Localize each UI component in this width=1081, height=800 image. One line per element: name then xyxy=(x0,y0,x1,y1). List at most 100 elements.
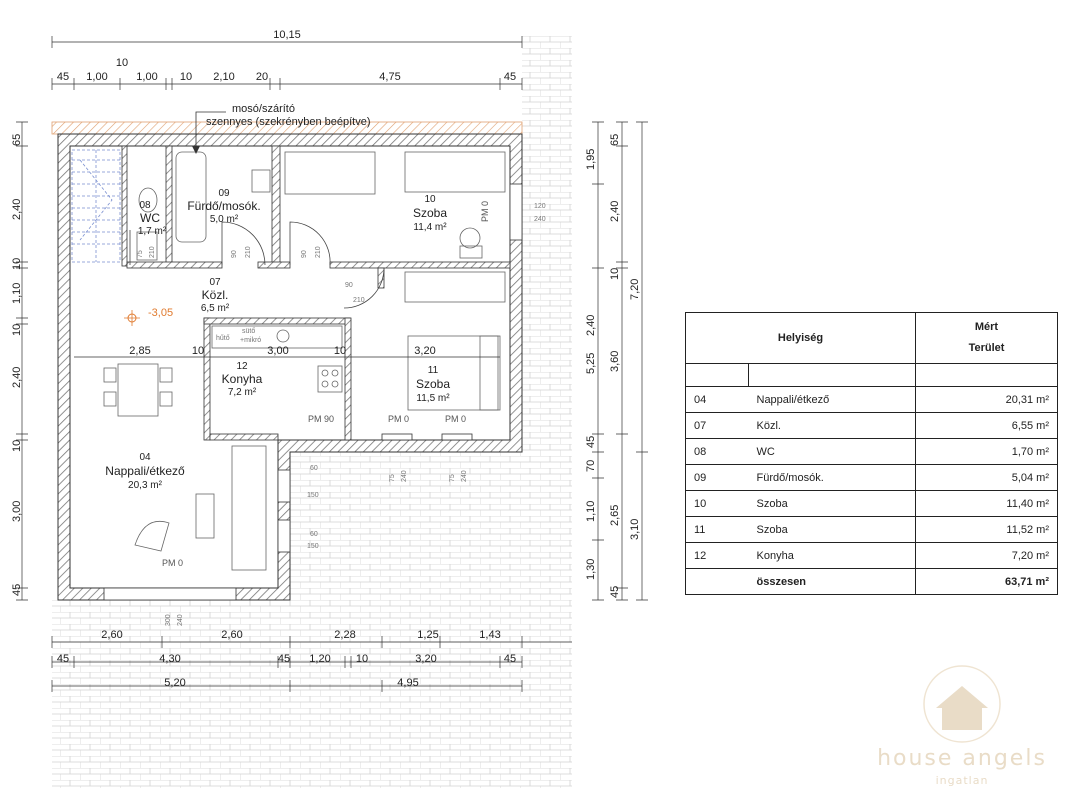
bath-fixtures xyxy=(136,151,271,261)
svg-text:4,30: 4,30 xyxy=(159,653,180,665)
svg-text:240: 240 xyxy=(534,216,546,223)
svg-text:12: 12 xyxy=(236,361,248,372)
windows xyxy=(103,183,523,601)
svg-text:PM 0: PM 0 xyxy=(388,414,409,424)
area-table-header: Helyiség Mért Terület xyxy=(685,312,1058,364)
svg-text:1,43: 1,43 xyxy=(479,629,500,641)
svg-text:1,10: 1,10 xyxy=(11,283,23,304)
svg-text:240: 240 xyxy=(401,470,408,482)
svg-text:2,65: 2,65 xyxy=(609,505,621,526)
svg-text:10: 10 xyxy=(356,653,368,665)
svg-text:PM 0: PM 0 xyxy=(162,558,183,568)
note-leader xyxy=(195,111,226,152)
svg-text:1,7 m²: 1,7 m² xyxy=(138,226,167,237)
svg-text:Fürdő/mosók.: Fürdő/mosók. xyxy=(187,199,260,213)
room-09: 09 Fürdő/mosók. 5,0 m² xyxy=(187,188,260,225)
paving-bottom xyxy=(52,600,572,788)
svg-text:45: 45 xyxy=(278,653,290,665)
svg-text:210: 210 xyxy=(315,246,322,258)
svg-text:10: 10 xyxy=(424,194,436,205)
svg-text:2,60: 2,60 xyxy=(101,629,122,641)
interior-walls xyxy=(121,145,511,441)
paving-terrace xyxy=(290,452,572,602)
svg-text:2,10: 2,10 xyxy=(213,71,234,83)
svg-text:10: 10 xyxy=(11,440,23,452)
svg-text:Közl.: Közl. xyxy=(202,288,229,302)
kitchen-furniture xyxy=(211,325,343,393)
svg-text:10: 10 xyxy=(11,258,23,270)
svg-text:10: 10 xyxy=(180,71,192,83)
svg-text:7,2 m²: 7,2 m² xyxy=(228,387,257,398)
logo-brand: house angels xyxy=(877,746,1047,771)
svg-text:70: 70 xyxy=(585,460,597,472)
stair xyxy=(71,149,121,263)
dims-right xyxy=(592,121,648,601)
svg-text:2,40: 2,40 xyxy=(11,199,23,220)
svg-text:07: 07 xyxy=(209,277,221,288)
svg-text:75: 75 xyxy=(449,474,456,482)
svg-text:10: 10 xyxy=(116,57,128,69)
svg-text:5,0 m²: 5,0 m² xyxy=(210,214,239,225)
svg-text:Konyha: Konyha xyxy=(222,372,263,386)
svg-text:2,85: 2,85 xyxy=(129,345,150,357)
svg-text:45: 45 xyxy=(57,653,69,665)
svg-text:WC: WC xyxy=(140,211,160,225)
logo-sub: ingatlan xyxy=(935,774,989,787)
oven-label: sütő xyxy=(242,328,255,335)
dims-bottom xyxy=(51,636,572,692)
svg-text:210: 210 xyxy=(245,246,252,258)
svg-text:PM 0: PM 0 xyxy=(445,414,466,424)
svg-text:60: 60 xyxy=(310,531,318,538)
svg-text:90: 90 xyxy=(301,250,308,258)
svg-text:1,95: 1,95 xyxy=(585,149,597,170)
svg-text:1,00: 1,00 xyxy=(136,71,157,83)
svg-text:10: 10 xyxy=(334,345,346,357)
svg-text:3,20: 3,20 xyxy=(414,345,435,357)
svg-text:90: 90 xyxy=(231,250,238,258)
room-08: 08 WC 1,7 m² xyxy=(138,200,167,237)
dims-bottom-text: 2,60 2,60 2,28 1,25 1,43 45 4,30 45 1,20… xyxy=(57,629,516,689)
note-arrow xyxy=(192,146,200,154)
level-mark-text: -3,05 xyxy=(148,307,173,319)
svg-text:240: 240 xyxy=(461,470,468,482)
header-room: Helyiség xyxy=(685,312,916,364)
table-spacer xyxy=(685,363,1058,387)
svg-text:20,3 m²: 20,3 m² xyxy=(128,480,163,491)
house-angels-logo: house angels ingatlan xyxy=(872,662,1052,792)
header-area: Mért Terület xyxy=(915,312,1058,364)
room-04: 04 Nappali/étkező 20,3 m² xyxy=(105,452,185,491)
note-washer: mosó/szárító xyxy=(232,103,295,115)
svg-text:210: 210 xyxy=(353,297,365,304)
note-laundry: szennyes (szekrényben beépítve) xyxy=(206,116,370,128)
svg-text:5,20: 5,20 xyxy=(164,677,185,689)
pm-labels: PM 0 PM 90 PM 0 PM 0 PM 0 xyxy=(162,201,490,568)
svg-text:1,20: 1,20 xyxy=(309,653,330,665)
svg-text:90: 90 xyxy=(345,282,353,289)
house-logo-icon xyxy=(923,665,1001,743)
svg-text:2,40: 2,40 xyxy=(609,201,621,222)
dims-top xyxy=(51,36,523,90)
room-07: 07 Közl. 6,5 m² xyxy=(201,277,230,314)
svg-text:1,25: 1,25 xyxy=(417,629,438,641)
room-10-furniture xyxy=(284,151,506,259)
svg-text:45: 45 xyxy=(57,71,69,83)
svg-text:Szoba: Szoba xyxy=(416,377,450,391)
interior-dims: 2,85 10 3,00 10 3,20 xyxy=(74,345,500,358)
svg-text:1,30: 1,30 xyxy=(585,559,597,580)
dims-left xyxy=(16,121,28,601)
svg-text:1,10: 1,10 xyxy=(585,501,597,522)
svg-text:3,60: 3,60 xyxy=(609,351,621,372)
svg-text:08: 08 xyxy=(139,200,151,211)
doors xyxy=(129,221,385,309)
svg-text:150: 150 xyxy=(307,543,319,550)
svg-text:10: 10 xyxy=(609,268,621,280)
svg-text:09: 09 xyxy=(218,188,230,199)
svg-text:Nappali/étkező: Nappali/étkező xyxy=(105,464,185,478)
living-furniture xyxy=(103,363,267,571)
svg-text:45: 45 xyxy=(504,71,516,83)
level-mark: -3,05 xyxy=(124,307,173,326)
